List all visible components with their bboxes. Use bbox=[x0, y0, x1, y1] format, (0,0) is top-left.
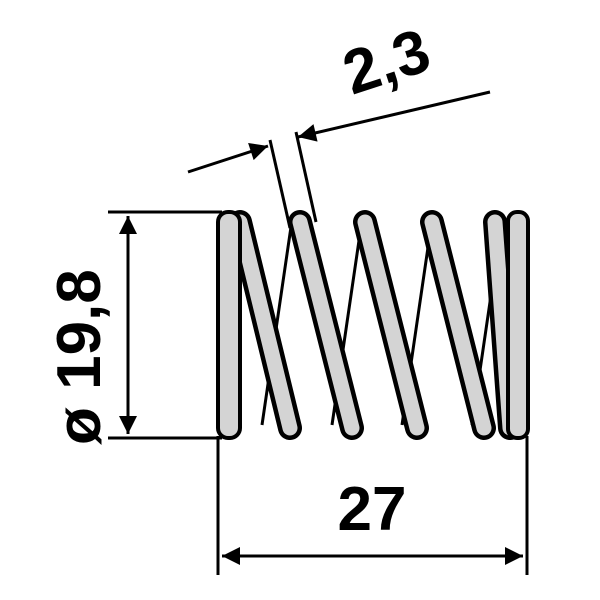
spring-right-end bbox=[506, 210, 530, 440]
length-label: 27 bbox=[338, 475, 407, 544]
dimension-leader-right bbox=[297, 90, 491, 142]
spring-coil-4 bbox=[420, 210, 496, 440]
spring bbox=[216, 210, 530, 440]
extension-line-left bbox=[268, 139, 292, 229]
spring-coil-2 bbox=[288, 210, 364, 440]
diameter-dimension bbox=[108, 210, 222, 440]
extension-line-right bbox=[294, 131, 318, 223]
wire-thickness-dimension bbox=[187, 90, 491, 229]
spring-coil-1 bbox=[228, 210, 302, 440]
diameter-label: ø 19,8 bbox=[45, 269, 114, 445]
length-dimension bbox=[216, 436, 529, 575]
spring-front-strands bbox=[228, 210, 522, 440]
wire-thickness-label: 2,3 bbox=[335, 16, 438, 108]
dimension-leader-left bbox=[187, 143, 269, 174]
spring-coil-3 bbox=[353, 210, 429, 440]
spring-left-end bbox=[216, 210, 242, 440]
